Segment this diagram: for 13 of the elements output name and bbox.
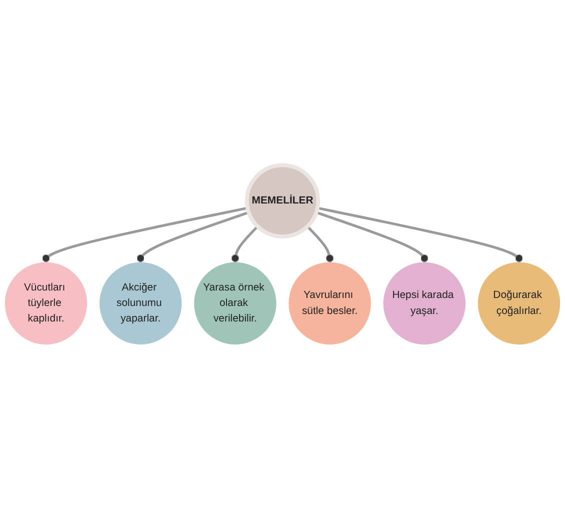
- connector: [42, 207, 248, 263]
- connector: [306, 226, 334, 263]
- node-circle: MEMELİLER: [244, 164, 320, 239]
- node-circle: Hepsi karada yaşar.: [383, 262, 466, 345]
- connector: [136, 212, 250, 263]
- node-circle: Yavrularını sütle besler.: [288, 262, 371, 345]
- node-circle: Vücutları tüylerle kaplıdır.: [4, 262, 88, 345]
- connector: [231, 226, 259, 263]
- node-circle: Doğurarak çoğalırlar.: [478, 262, 560, 345]
- node-circle: Akciğer solunumu yaparlar.: [100, 262, 182, 345]
- node-circle: Yarasa örnek olarak verilebilir.: [194, 262, 276, 345]
- connector: [316, 212, 428, 263]
- connector: [317, 207, 523, 263]
